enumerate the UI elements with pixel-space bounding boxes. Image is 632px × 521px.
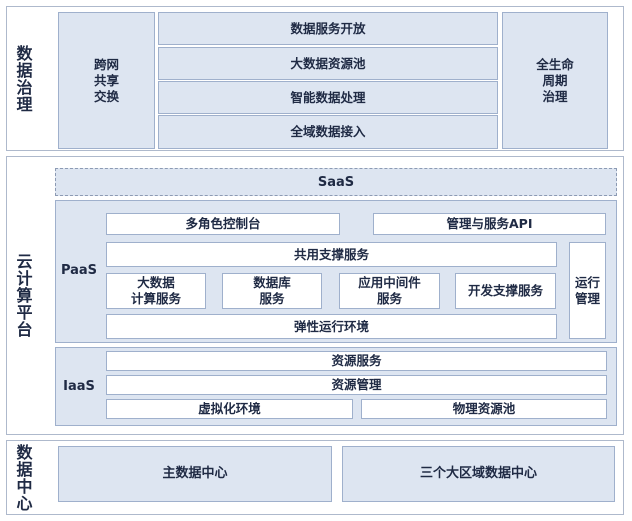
cross-network-exchange-box: 跨网 共享 交换 <box>58 12 155 149</box>
big-data-compute-service: 大数据 计算服务 <box>106 273 206 309</box>
iaas-label: IaaS <box>63 378 95 394</box>
regional-data-centers: 三个大区域数据中心 <box>342 446 615 502</box>
layer-intelligent-processing: 智能数据处理 <box>158 81 498 114</box>
layer-full-domain-access: 全域数据接入 <box>158 115 498 149</box>
data-governance-label: 数据治理 <box>13 44 33 113</box>
saas-layer: SaaS <box>55 168 617 196</box>
cloud-platform-label: 云计算平台 <box>13 253 33 338</box>
operations-management: 运行 管理 <box>569 242 606 339</box>
paas-label: PaaS <box>60 262 98 278</box>
management-service-api: 管理与服务API <box>373 213 606 235</box>
elastic-runtime-environment: 弹性运行环境 <box>106 314 557 339</box>
data-center-label: 数据中心 <box>13 443 33 512</box>
physical-resource-pool: 物理资源池 <box>361 399 607 419</box>
virtualization-environment: 虚拟化环境 <box>106 399 353 419</box>
layer-data-service-open: 数据服务开放 <box>158 12 498 45</box>
database-service: 数据库 服务 <box>222 273 322 309</box>
layer-big-data-pool: 大数据资源池 <box>158 47 498 80</box>
app-middleware-service: 应用中间件 服务 <box>339 273 440 309</box>
main-data-center: 主数据中心 <box>58 446 332 502</box>
resource-service: 资源服务 <box>106 351 607 371</box>
common-support-services: 共用支撑服务 <box>106 242 557 267</box>
multi-role-console: 多角色控制台 <box>106 213 340 235</box>
lifecycle-governance-box: 全生命 周期 治理 <box>502 12 608 149</box>
resource-management: 资源管理 <box>106 375 607 395</box>
dev-support-service: 开发支撑服务 <box>455 273 556 309</box>
